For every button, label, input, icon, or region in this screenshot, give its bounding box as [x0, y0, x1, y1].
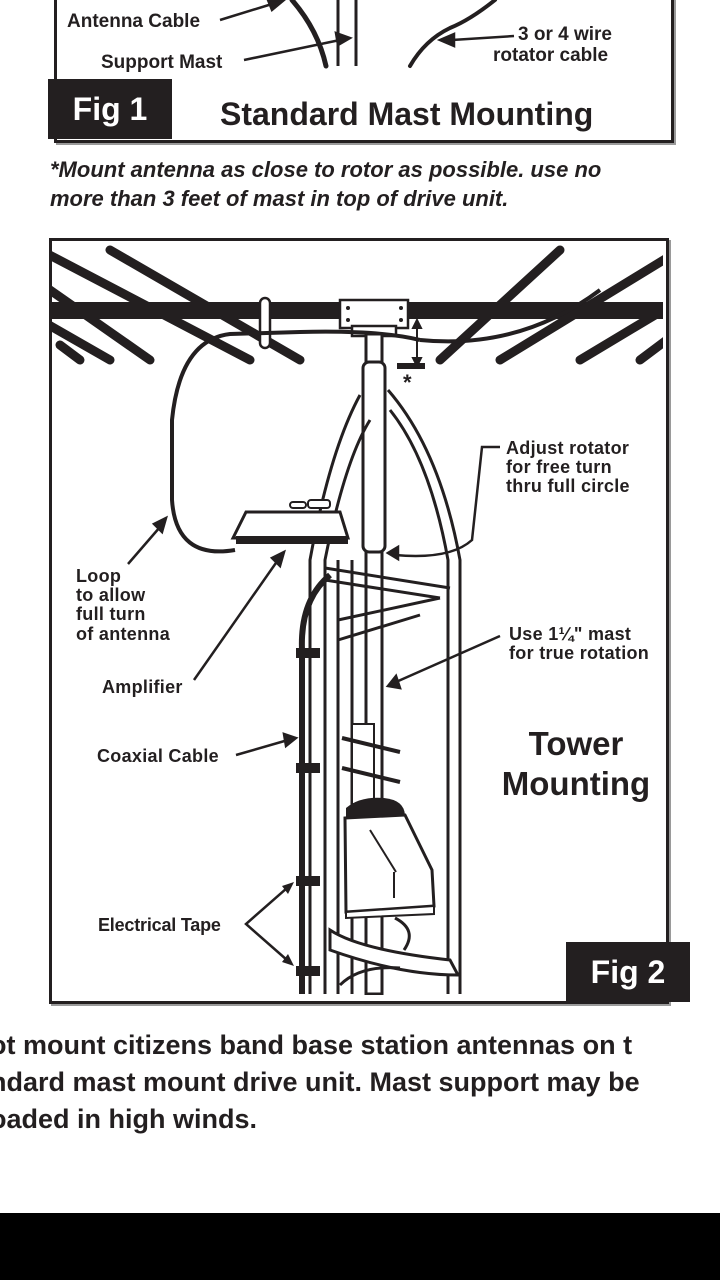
label-loop-2: to allow [76, 585, 146, 605]
label-mast-size-2: for true rotation [509, 643, 650, 663]
bottom-black-bar [0, 1213, 720, 1280]
amplifier [230, 499, 351, 544]
figure2-title-line-1: Tower [528, 725, 624, 762]
distance-marker [397, 317, 425, 369]
arrow-mast [385, 634, 501, 690]
antenna-cable-right [419, 288, 602, 344]
warning-line-1: ot mount citizens band base station ante… [0, 1030, 633, 1060]
arrow-support-mast [243, 31, 353, 62]
label-adjust-rotator-1: Adjust rotator [506, 438, 630, 458]
mast-sleeve [361, 360, 387, 554]
mount-note-line-2: more than 3 feet of mast in top of drive… [50, 186, 509, 211]
rotator-drive-unit [341, 723, 436, 951]
figure2-title-line-2: Mounting [501, 765, 651, 802]
label-antenna-cable: Antenna Cable [67, 11, 201, 32]
arrow-electrical-tape [244, 887, 288, 961]
arrow-coaxial [235, 732, 299, 757]
label-rotator-cable-1: 3 or 4 wire [518, 24, 612, 45]
electrical-tape-bands [296, 648, 320, 976]
label-amplifier: Amplifier [102, 677, 183, 697]
figure1-badge: Fig 1 [48, 79, 172, 139]
arrow-rotator-cable [436, 32, 515, 48]
label-loop-1: Loop [76, 566, 122, 586]
label-adjust-rotator-3: thru full circle [506, 476, 630, 496]
figure2-title: Tower Mounting [496, 724, 656, 804]
warning-line-2: ndard mast mount drive unit. Mast suppor… [0, 1067, 640, 1097]
tower-braces [324, 566, 451, 642]
arrow-adjust-rotator [385, 445, 500, 562]
label-loop-3: full turn [76, 604, 146, 624]
antenna-cable [289, 0, 329, 69]
label-rotator-cable-2: rotator cable [493, 45, 609, 66]
asterisk-marker: * [403, 370, 412, 395]
label-mast-size-1: Use 1¼" mast [509, 624, 632, 644]
tower-lower-flare [328, 927, 461, 987]
warning-line-3: oaded in high winds. [0, 1104, 257, 1134]
tower-legs [308, 389, 462, 994]
rotator-cable [408, 0, 497, 68]
figure2-frame [49, 238, 669, 1004]
mount-note: *Mount antenna as close to rotor as poss… [50, 155, 690, 213]
arrow-loop [127, 515, 168, 565]
label-loop-4: of antenna [76, 624, 171, 644]
mast-clamp-plate [338, 298, 410, 338]
figure1-title: Standard Mast Mounting [220, 96, 594, 132]
label-electrical-tape: Electrical Tape [98, 915, 221, 935]
figure2-badge: Fig 2 [566, 942, 690, 1002]
label-adjust-rotator-2: for free turn [506, 457, 612, 477]
coaxial-cable [298, 572, 332, 994]
arrow-antenna-cable [219, 0, 286, 22]
label-support-mast: Support Mast [101, 52, 223, 73]
figure1-frame [54, 0, 674, 143]
boom-clamp-strap [258, 296, 272, 350]
arrow-amplifier [192, 549, 286, 681]
mount-note-line-1: *Mount antenna as close to rotor as poss… [50, 157, 602, 182]
arrowheads-electrical-tape [282, 882, 294, 966]
antenna-cable-loop [170, 329, 421, 554]
label-coaxial-cable: Coaxial Cable [97, 746, 219, 766]
warning-text: ot mount citizens band base station ante… [0, 1027, 720, 1138]
